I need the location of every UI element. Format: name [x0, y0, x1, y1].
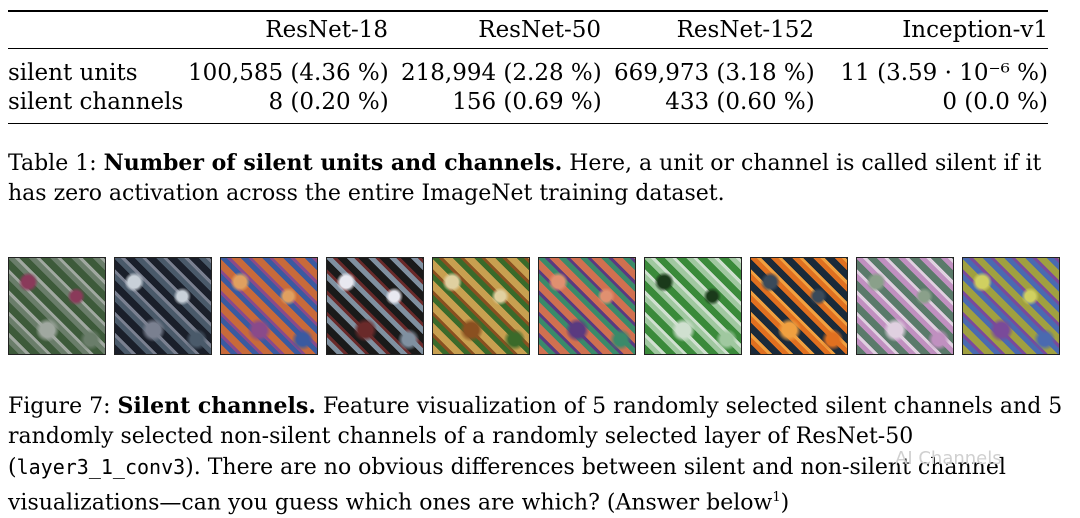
header-blank — [8, 12, 188, 48]
table-cell: 218,994 (2.28 %) — [401, 60, 602, 86]
feature-visualization-image — [8, 257, 106, 355]
feature-visualization-image — [220, 257, 318, 355]
watermark: AI Channels — [895, 448, 1002, 469]
table-cell: 11 (3.59 · 10⁻⁶ %) — [840, 60, 1048, 86]
row-label: silent channels — [8, 89, 184, 115]
footnote-marker[interactable]: 1 — [772, 490, 781, 505]
table-row: silent channels 8 (0.20 %) 156 (0.69 %) … — [8, 88, 1048, 117]
table-mid-rule — [8, 47, 1048, 49]
table-cell: 433 (0.60 %) — [665, 89, 815, 115]
figure-bold: Silent channels. — [117, 393, 316, 419]
table-cell: 669,973 (3.18 %) — [614, 60, 815, 86]
header-resnet50: ResNet-50 — [478, 16, 601, 43]
caption-bold: Number of silent units and channels. — [103, 150, 563, 176]
caption-text: Here, a unit or channel is called silent… — [8, 151, 1042, 206]
table-row: silent units 100,585 (4.36 %) 218,994 (2… — [8, 49, 1048, 88]
table-cell: 156 (0.69 %) — [452, 89, 602, 115]
feature-visualization-image — [750, 257, 848, 355]
feature-visualization-image — [856, 257, 954, 355]
feature-visualization-image — [432, 257, 530, 355]
feature-visualization-image — [644, 257, 742, 355]
header-inception: Inception-v1 — [902, 16, 1048, 43]
feature-visualization-strip — [8, 257, 1060, 355]
caption-prefix: Table 1: — [8, 151, 97, 176]
feature-visualization-image — [962, 257, 1060, 355]
table-cell: 100,585 (4.36 %) — [188, 60, 389, 86]
figure-caption: Figure 7: Silent channels. Feature visua… — [8, 391, 1063, 518]
table-header-row: ResNet-18 ResNet-50 ResNet-152 Inception… — [8, 12, 1048, 48]
figure-prefix: Figure 7: — [8, 394, 111, 419]
figure-text: ) — [780, 490, 790, 516]
feature-visualization-image — [538, 257, 636, 355]
layer-code: layer3_1_conv3 — [16, 455, 186, 479]
table-caption: Table 1: Number of silent units and chan… — [8, 148, 1058, 209]
table-top-rule — [8, 10, 1048, 12]
table-cell: 8 (0.20 %) — [268, 89, 389, 115]
row-label: silent units — [8, 60, 138, 86]
figure-text: Feature visualization of 5 randomly sele… — [8, 394, 1063, 480]
table-bottom-rule — [8, 122, 1048, 124]
header-resnet152: ResNet-152 — [676, 16, 814, 43]
header-resnet18: ResNet-18 — [265, 16, 388, 43]
feature-visualization-image — [114, 257, 212, 355]
feature-visualization-image — [326, 257, 424, 355]
results-table: ResNet-18 ResNet-50 ResNet-152 Inception… — [8, 10, 1048, 124]
table-cell: 0 (0.0 %) — [942, 89, 1048, 115]
